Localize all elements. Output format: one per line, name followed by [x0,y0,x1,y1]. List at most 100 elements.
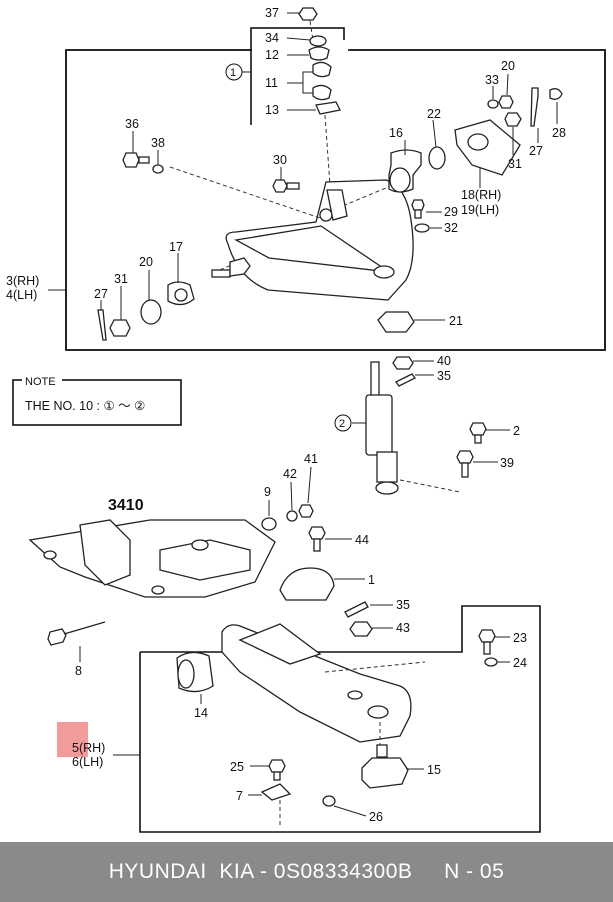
part-7-bracket [248,783,292,801]
part-9-washer [261,500,277,531]
callout-2: 2 [513,424,520,438]
part-27-cotter-lower [97,300,107,341]
callout-19: 19(LH) [461,203,499,217]
part-20-washer-lower [140,270,162,325]
upper-arm-stud [211,257,251,278]
callout-41: 41 [304,452,318,466]
callout-36: 36 [125,117,139,131]
part-17-bushing [167,253,195,306]
upper-arm [225,179,414,301]
shock-absorber [352,361,399,495]
dash-39 [399,479,461,493]
part-40-nut [392,356,434,370]
callout-16: 16 [389,126,403,140]
lower-arm-frame [139,605,541,833]
callout-37: 37 [265,6,279,20]
callout-35-upper: 35 [437,369,451,383]
part-22-washer [428,119,446,170]
part-26-washer [322,795,367,817]
part-30-bolt [272,167,300,193]
part-43-nut [349,621,393,637]
callout-12: 12 [265,48,279,62]
part-41-nut [298,466,314,518]
part-21-ball-joint [377,311,445,333]
callout-8: 8 [75,664,82,678]
callout-44: 44 [355,533,369,547]
callout-40: 40 [437,354,451,368]
part-31-nut-upper [504,112,522,155]
note-heading: NOTE [25,376,56,388]
part-8-bolt [47,621,106,662]
callout-42: 42 [283,467,297,481]
callout-14: 14 [194,706,208,720]
part-39-bolt [456,450,498,478]
callout-15: 15 [427,763,441,777]
part-35-pin-upper [395,373,434,387]
part-33-washer [487,86,499,109]
callout-32: 32 [444,221,458,235]
callout-25: 25 [230,760,244,774]
part-24-washer [484,657,510,667]
part-29-bolt [411,199,442,219]
dash-lower-1 [324,661,426,673]
callout-11: 11 [265,76,278,90]
note-box [12,379,182,426]
circle-ref-1: 1 [230,67,236,79]
callout-27-upper: 27 [529,144,543,158]
callout-23: 23 [513,631,527,645]
footer-bar [0,842,613,902]
callout-30: 30 [273,153,287,167]
callout-29: 29 [444,205,458,219]
circled-2 [334,414,352,432]
note-heading-bg [22,374,62,386]
callout-31-lower: 31 [114,272,128,286]
callout-20-upper: 20 [501,59,515,73]
part-42-washer [286,481,298,522]
part-11-bushing [287,61,332,101]
dash-36 [169,166,321,219]
part-27-cotter-upper [530,87,539,143]
callout-21: 21 [449,314,463,328]
callout-24: 24 [513,656,527,670]
part-14-bushing [176,651,214,704]
callout-28: 28 [552,126,566,140]
callout-27-lower: 27 [94,287,108,301]
part-16-bushing [388,140,422,193]
upper-frame-notch [252,40,348,140]
part-37-nut [287,7,318,21]
callout-35-lower: 35 [396,598,410,612]
callout-38: 38 [151,136,165,150]
part-35-pin-lower [344,601,393,618]
callout-33: 33 [485,73,499,87]
note-body: THE NO. 10 : ① ～ ② [25,399,145,413]
part-2-bolt [469,422,510,444]
callout-1: 1 [368,573,375,587]
part-12-washer [287,46,330,61]
callout-13: 13 [265,103,279,117]
callout-18: 18(RH) [461,188,501,202]
part-1-bump-stop [279,567,365,601]
part-38-washer [152,150,164,174]
part-31-nut-lower [109,286,131,337]
circle-ref-2: 2 [339,418,345,430]
callout-43: 43 [396,621,410,635]
part-18-19-bracket [454,119,521,188]
part-32-washer [414,223,442,233]
part-36-bolt [122,131,150,168]
frame-crossmember [28,519,276,598]
highlight-marker [57,722,88,757]
part-28-clip [549,88,563,124]
callout-26: 26 [369,810,383,824]
callout-4: 4(LH) [6,288,37,302]
part-20-washer-upper [498,73,514,109]
callout-20-lower: 20 [139,255,153,269]
part-34-nut [286,35,327,47]
part-15-ball-joint [361,744,424,789]
dash-kit [324,114,331,186]
callout-31-upper: 31 [508,157,522,171]
circled-1-upper [225,63,251,81]
callout-9: 9 [264,485,271,499]
callout-7: 7 [236,789,243,803]
part-25-bolt [250,759,286,781]
